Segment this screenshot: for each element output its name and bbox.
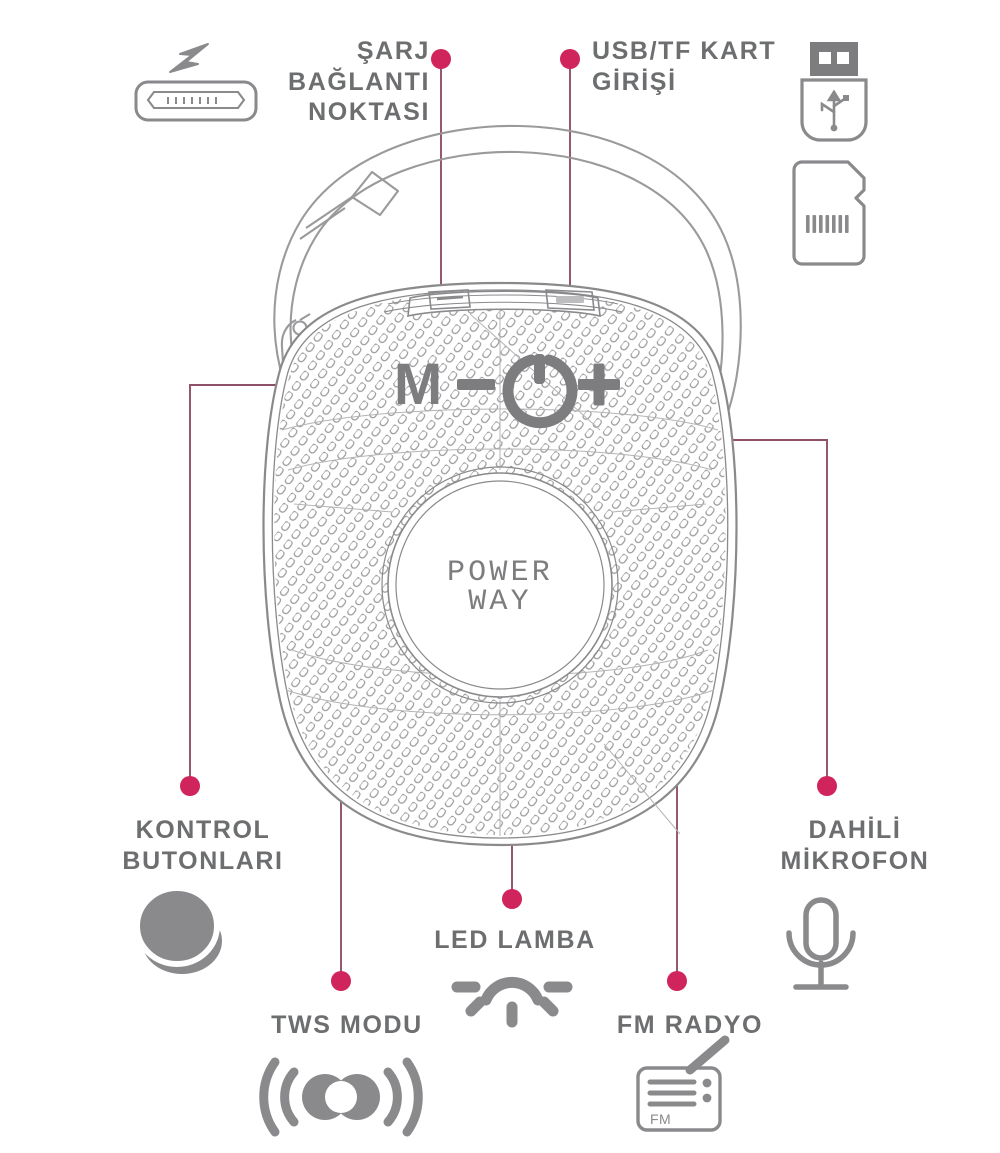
tws-wireless-icon	[259, 1057, 423, 1137]
charging-port-opening	[428, 289, 471, 310]
dot-microphone	[817, 776, 837, 796]
micro-usb-charging-icon	[134, 43, 258, 122]
label-control-buttons: KONTROL BUTONLARI	[122, 816, 284, 875]
microphone-icon	[786, 897, 856, 990]
mode-button-glyph[interactable]: M	[394, 352, 442, 417]
light-bulb-rays-icon	[451, 976, 573, 1028]
dot-fm-radio	[667, 971, 687, 991]
fm-radio-icon: FM	[636, 1035, 730, 1132]
control-button-glyphs: M	[394, 352, 620, 429]
lightning-bolt-icon	[169, 43, 209, 73]
volume-down-button-glyph[interactable]	[457, 379, 495, 390]
connector-dots	[180, 49, 837, 991]
label-internal-microphone: DAHİLİ MİKROFON	[780, 816, 930, 875]
dot-usb-slot	[560, 49, 580, 69]
dot-charging-port	[431, 49, 451, 69]
volume-up-button-glyph[interactable]	[578, 363, 620, 406]
label-charging-port: ŞARJ BAĞLANTI NOKTASI	[288, 37, 430, 126]
dot-control-buttons	[180, 776, 200, 796]
label-led-lamp: LED LAMBA	[434, 926, 596, 954]
dot-led-lamp	[502, 889, 522, 909]
brand-logo-line1: POWER	[447, 556, 553, 590]
brand-logo: POWER WAY	[447, 556, 553, 619]
fm-radio-icon-text: FM	[650, 1111, 671, 1127]
usb-tf-port-opening	[545, 289, 595, 311]
radio-speaker-lines	[647, 1079, 697, 1107]
brand-logo-line2: WAY	[468, 585, 532, 619]
sd-card-contacts	[806, 215, 849, 233]
usb-trident-symbol	[820, 89, 849, 132]
push-button-icon	[134, 885, 222, 974]
power-button-glyph[interactable]	[502, 354, 578, 429]
usb-flash-drive-icon	[800, 42, 868, 142]
radio-antenna-icon	[685, 1035, 730, 1075]
microsd-tf-card-icon	[792, 160, 866, 266]
label-usb-tf-card-slot: USB/TF KART GİRİŞİ	[592, 37, 777, 96]
speaker-illustration: POWER WAY M	[262, 124, 742, 847]
dot-tws	[331, 971, 351, 991]
label-fm-radio: FM RADYO	[616, 1011, 764, 1039]
label-tws-mode: TWS MODU	[271, 1011, 423, 1039]
center-driver	[381, 466, 619, 704]
